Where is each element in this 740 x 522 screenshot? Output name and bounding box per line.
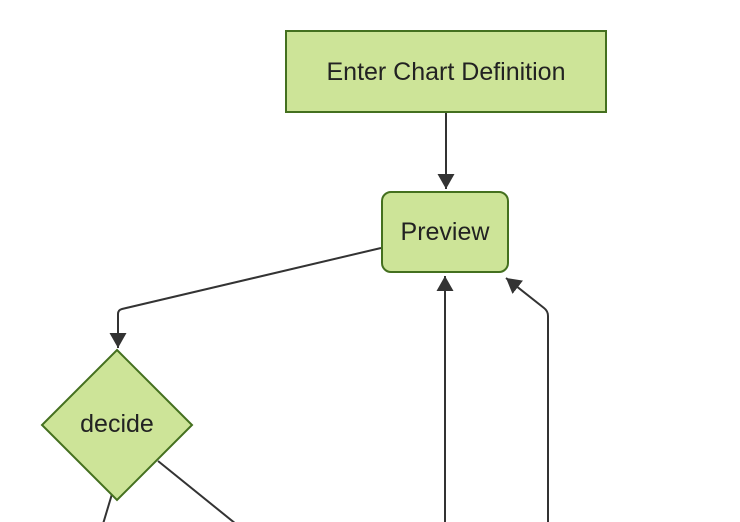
edge-return-to-preview-right (505, 277, 549, 522)
decide-node-shape (40, 348, 194, 502)
node-enter-chart-definition: Enter Chart Definition (285, 30, 607, 113)
node-preview: Preview (381, 191, 509, 273)
edge-preview-to-decide (109, 247, 382, 348)
node-decide-label: decide (80, 410, 154, 438)
node-enter-chart-definition-label: Enter Chart Definition (326, 57, 566, 86)
node-preview-label: Preview (400, 218, 490, 246)
edge-decide-out-right (157, 460, 236, 522)
edge-decide-out-left (102, 493, 113, 522)
